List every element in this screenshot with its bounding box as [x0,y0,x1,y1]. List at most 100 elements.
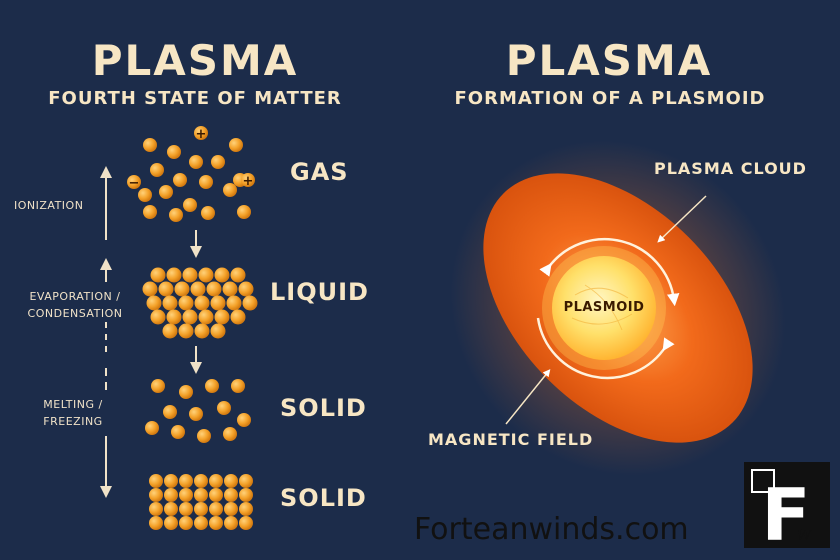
plasma-cloud-label: PLASMA CLOUD [654,159,807,178]
gas-particle [138,188,152,202]
magnetic-field-arc-bottom [536,317,675,380]
gas-particle [201,206,215,220]
gas-particle [159,185,173,199]
liquid-particle [162,295,178,311]
gas-particle [189,155,203,169]
liquid-particle [214,267,230,283]
liquid-particle [210,295,226,311]
gas-particle [211,155,225,169]
process-evaporation: EVAPORATION / CONDENSATION [10,288,140,322]
solid-particle-loose [237,413,251,427]
solid-particle-lattice [179,488,193,502]
solid-particle-lattice [209,516,223,530]
plasmoid-illustration [450,140,786,476]
gas-particles [138,138,251,222]
liquid-particle [182,309,198,325]
gas-particle [229,138,243,152]
process-evaporation-line2: CONDENSATION [27,307,123,320]
liquid-particle [194,323,210,339]
left-subtitle: FOURTH STATE OF MATTER [48,88,342,109]
solid-particle-lattice [209,502,223,516]
gas-particle [150,163,164,177]
solid-particle-lattice [164,502,178,516]
charge-plus-right: + [241,173,255,189]
svg-text:−: − [129,176,140,191]
solid-particle-lattice [149,488,163,502]
solid-particle-loose [217,401,231,415]
gas-particle [143,138,157,152]
solid-particle-lattice [239,516,253,530]
solid-particle-lattice [224,488,238,502]
gas-particle [199,175,213,189]
liquid-particle [242,295,258,311]
liquid-particles [142,267,258,339]
liquid-particle [210,323,226,339]
solid-particle-lattice [194,502,208,516]
magnetic-field-label: MAGNETIC FIELD [428,430,594,449]
solid-particle-loose [205,379,219,393]
gas-particle [169,208,183,222]
solid-particles-loose [145,379,251,443]
liquid-particle [174,281,190,297]
state-gas: GAS [290,158,349,186]
svg-text:+: + [243,174,254,189]
liquid-particle [198,309,214,325]
solid-particle-loose [163,405,177,419]
solid-particle-lattice [164,516,178,530]
solid-particle-lattice [194,474,208,488]
liquid-particle [178,295,194,311]
state-solid-1: SOLID [280,394,367,422]
solid-particle-lattice [179,502,193,516]
solid-particle-lattice [179,474,193,488]
logo-letter: F [761,473,810,557]
liquid-particle [198,267,214,283]
solid-particle-lattice [194,488,208,502]
right-title: PLASMA [505,36,713,85]
solid-particle-loose [231,379,245,393]
gas-particle [167,145,181,159]
left-title: PLASMA [91,36,299,85]
solid-particle-lattice [164,488,178,502]
liquid-particle [178,323,194,339]
solid-particle-lattice [209,474,223,488]
right-subtitle: FORMATION OF A PLASMOID [454,88,766,109]
liquid-particle [150,309,166,325]
solid-particle-lattice [149,516,163,530]
gas-particle [237,205,251,219]
solid-particle-loose [145,421,159,435]
charge-plus-top: + [194,126,208,142]
liquid-particle [146,295,162,311]
liquid-particle [230,309,246,325]
liquid-particle [142,281,158,297]
logo-sub: W [797,528,813,544]
process-melting: MELTING / FREEZING [18,396,128,430]
liquid-particle [166,267,182,283]
process-melting-line1: MELTING / [43,398,103,411]
solid-particle-lattice [164,474,178,488]
solid-particle-lattice [149,502,163,516]
liquid-particle [214,309,230,325]
solid-particle-loose [171,425,185,439]
liquid-particle [238,281,254,297]
liquid-particle [166,309,182,325]
liquid-particle [190,281,206,297]
liquid-particle [182,267,198,283]
solid-particle-loose [197,429,211,443]
liquid-particle [230,267,246,283]
solid-particle-lattice [224,516,238,530]
liquid-particle [222,281,238,297]
process-ionization: IONIZATION [14,199,84,212]
watermark-logo: F W [744,462,830,557]
watermark-text: Forteanwinds.com [414,512,689,547]
solid-particle-loose [223,427,237,441]
process-evaporation-line1: EVAPORATION / [29,290,121,303]
state-solid-2: SOLID [280,484,367,512]
solid-particle-lattice [179,516,193,530]
charge-minus-left: − [127,175,141,191]
solid-particle-loose [189,407,203,421]
solid-particle-lattice [224,502,238,516]
svg-text:+: + [196,127,207,142]
liquid-particle [194,295,210,311]
liquid-particle [150,267,166,283]
